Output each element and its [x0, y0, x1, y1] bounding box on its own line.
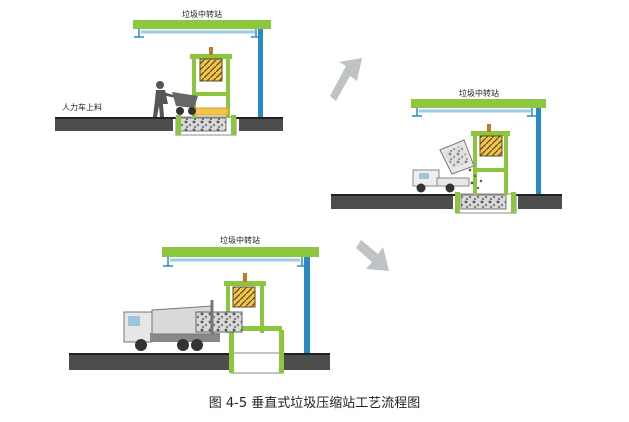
stage-2-truck-unloading: 垃圾中转站 [331, 88, 562, 214]
compression-pit [230, 352, 284, 374]
compactor-frame [224, 273, 282, 333]
road-right [518, 194, 562, 209]
side-label: 人力车上料 [62, 102, 102, 112]
roof-label: 垃圾中转站 [182, 9, 222, 19]
roof [162, 247, 319, 257]
road-right [239, 117, 283, 131]
container [179, 117, 227, 132]
road-left [331, 194, 453, 209]
figure-caption: 图 4-5 垂直式垃圾压缩站工艺流程图 [208, 396, 421, 411]
container [460, 194, 507, 210]
roof-label: 垃圾中转站 [459, 88, 499, 98]
flow-arrow-2-to-3 [356, 240, 389, 271]
road-left [69, 353, 230, 370]
steel-column [304, 257, 310, 353]
stage-3-container-transfer: 垃圾中转站 [69, 235, 330, 374]
compactor-frame [190, 47, 232, 118]
hook-lift-truck [123, 300, 243, 351]
small-dump-truck [412, 139, 475, 193]
worker-with-cart [153, 81, 198, 117]
road-left [55, 117, 173, 131]
road-right [283, 353, 330, 370]
compactor-frame [471, 124, 510, 195]
ceiling-fixtures [412, 108, 537, 117]
flow-arrow-1-to-2 [330, 58, 362, 101]
stage-1-manual-cart-loading: 垃圾中转站 [55, 9, 283, 136]
steel-column [536, 108, 541, 194]
steel-column [258, 29, 263, 117]
roof [411, 99, 546, 108]
roof [133, 20, 271, 29]
roof-label: 垃圾中转站 [220, 235, 260, 245]
